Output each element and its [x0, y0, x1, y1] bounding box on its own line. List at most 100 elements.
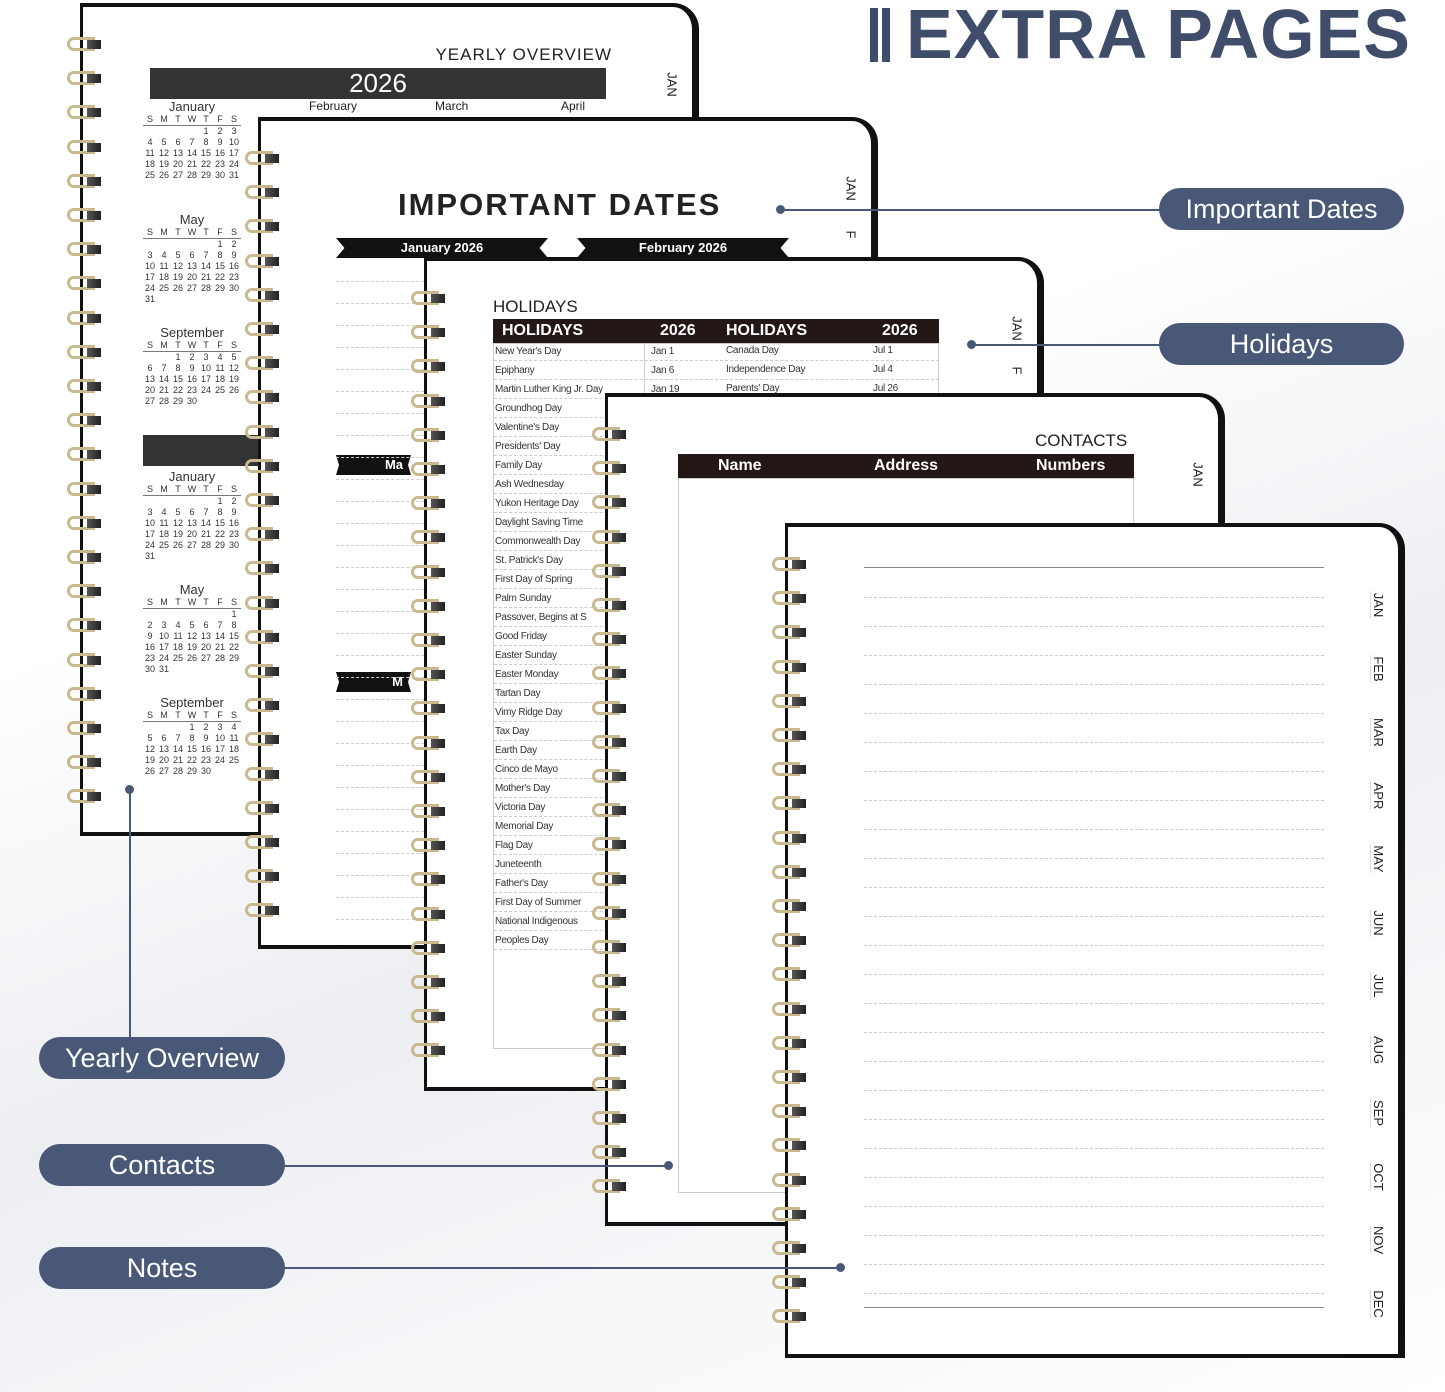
blank — [157, 352, 171, 363]
blank — [143, 239, 157, 250]
day: 24 — [144, 540, 155, 550]
day: 15 — [186, 744, 197, 754]
tab-jun[interactable]: JUN — [1370, 908, 1386, 937]
rule-line — [864, 626, 1324, 627]
contacts-title: CONTACTS — [1035, 431, 1128, 450]
day: 10 — [214, 733, 225, 743]
day: 25 — [172, 653, 183, 663]
rule-line — [864, 742, 1324, 743]
day: 16 — [200, 744, 211, 754]
rule-line — [864, 597, 1324, 598]
spiral-ring — [411, 940, 445, 955]
spiral-ring — [772, 1206, 806, 1221]
spiral-ring — [772, 557, 806, 571]
holidays-header: HOLIDAYS 2026 HOLIDAYS 2026 — [493, 319, 939, 343]
day: 6 — [189, 250, 195, 260]
day: 10 — [144, 261, 155, 271]
day: 7 — [203, 250, 209, 260]
spiral-ring — [245, 595, 279, 610]
tab-nov[interactable]: NOV — [1370, 1226, 1386, 1255]
tab-jan[interactable]: JAN — [1190, 462, 1206, 487]
holiday-date: Jan 1 — [651, 346, 674, 357]
spiral-ring — [245, 732, 279, 747]
weekday: T — [171, 227, 185, 239]
tab-may[interactable]: MAY — [1370, 845, 1386, 873]
holiday-name: Ash Wednesday — [495, 479, 564, 490]
spiral-ring — [411, 598, 445, 613]
spiral-ring — [772, 899, 806, 913]
day: 5 — [175, 250, 181, 260]
holiday-date: Jan 19 — [651, 384, 680, 395]
weekday: T — [199, 114, 213, 126]
spiral-ring — [67, 413, 101, 428]
tab-dec[interactable]: DEC — [1370, 1289, 1386, 1318]
tab-jan[interactable]: JAN — [843, 176, 859, 201]
weekday: T — [171, 484, 185, 496]
spiral-ring — [67, 481, 101, 496]
day: 22 — [172, 385, 183, 395]
day: 4 — [161, 507, 167, 517]
weekday: S — [227, 114, 241, 126]
weekday: F — [213, 484, 227, 496]
tab-jan[interactable]: JAN — [664, 72, 680, 97]
spiral-ring — [245, 390, 279, 405]
day: 6 — [161, 733, 167, 743]
rule-line — [864, 887, 1324, 888]
holiday-date: Jul 1 — [873, 345, 893, 356]
day: 31 — [144, 551, 155, 561]
tab-jan[interactable]: JAN — [1370, 591, 1386, 619]
spiral-ring — [772, 693, 806, 708]
weekday: M — [157, 597, 171, 609]
blank — [185, 609, 199, 620]
spiral-ring — [245, 458, 279, 473]
day: 9 — [217, 137, 223, 147]
day: 2 — [217, 126, 223, 136]
spiral-ring — [245, 219, 279, 234]
spiral-ring — [411, 872, 445, 887]
rule-line — [864, 684, 1324, 685]
spiral-ring — [245, 869, 279, 884]
holiday-name: Canada Day — [726, 345, 779, 356]
tab-oct[interactable]: OCT — [1370, 1162, 1386, 1191]
blank — [157, 609, 171, 620]
day: 19 — [144, 755, 155, 765]
spiral-ring — [772, 659, 806, 674]
weekday: W — [185, 710, 199, 722]
weekday: M — [157, 484, 171, 496]
tab-aug[interactable]: AUG — [1370, 1035, 1386, 1064]
day: 14 — [186, 148, 197, 158]
weekday: S — [143, 597, 157, 609]
tab-sep[interactable]: SEP — [1370, 1099, 1386, 1127]
tab-jul[interactable]: JUL — [1370, 972, 1386, 1000]
weekday: T — [199, 227, 213, 239]
spiral-ring — [411, 838, 445, 853]
spiral-ring — [67, 755, 101, 770]
day: 8 — [217, 507, 223, 517]
spiral-ring — [772, 830, 806, 845]
weekday: S — [227, 340, 241, 352]
day: 25 — [158, 540, 169, 550]
day: 11 — [145, 148, 155, 158]
tab-mar[interactable]: MAR — [1370, 718, 1386, 747]
holiday-name: Presidents' Day — [495, 441, 561, 452]
blank — [143, 496, 157, 507]
day: 11 — [229, 733, 239, 743]
tab-feb[interactable]: F — [1009, 366, 1025, 375]
rule-line — [864, 945, 1324, 946]
spiral-ring — [245, 527, 279, 542]
weekday: W — [185, 227, 199, 239]
tab-feb[interactable]: F — [843, 230, 859, 239]
spiral-ring — [592, 700, 626, 715]
weekday: T — [199, 484, 213, 496]
label-yearly-overview: Yearly Overview — [39, 1037, 285, 1079]
holiday-name: Epiphany — [495, 365, 535, 376]
spiral-ring — [772, 1138, 806, 1153]
holiday-name: Tartan Day — [495, 688, 541, 699]
tab-jan[interactable]: JAN — [1009, 316, 1025, 341]
tab-feb[interactable]: FEB — [1370, 654, 1386, 683]
day: 2 — [231, 239, 237, 249]
tab-apr[interactable]: APR — [1370, 781, 1386, 810]
day: 8 — [203, 137, 209, 147]
